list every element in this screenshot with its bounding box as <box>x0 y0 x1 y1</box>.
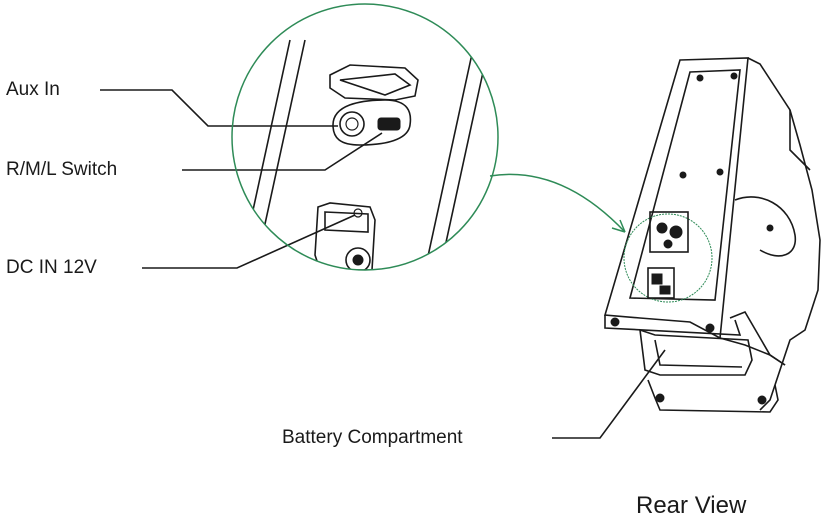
rml-switch-label: R/M/L Switch <box>6 160 117 179</box>
magnifier-circle <box>232 4 498 270</box>
battery-leader <box>552 350 665 438</box>
magnified-detail <box>232 4 498 272</box>
rml-switch-leader <box>182 133 382 170</box>
callout-arrow <box>490 174 625 232</box>
dc-in-label: DC IN 12V <box>6 258 97 277</box>
speaker-rear-drawing <box>605 58 820 412</box>
aux-in-label: Aux In <box>6 80 60 99</box>
aux-in-leader <box>100 90 338 126</box>
battery-compartment-label: Battery Compartment <box>282 428 463 447</box>
rear-view-caption: Rear View <box>636 494 746 518</box>
rml-switch-icon <box>378 118 400 130</box>
dc-in-leader <box>142 215 355 268</box>
